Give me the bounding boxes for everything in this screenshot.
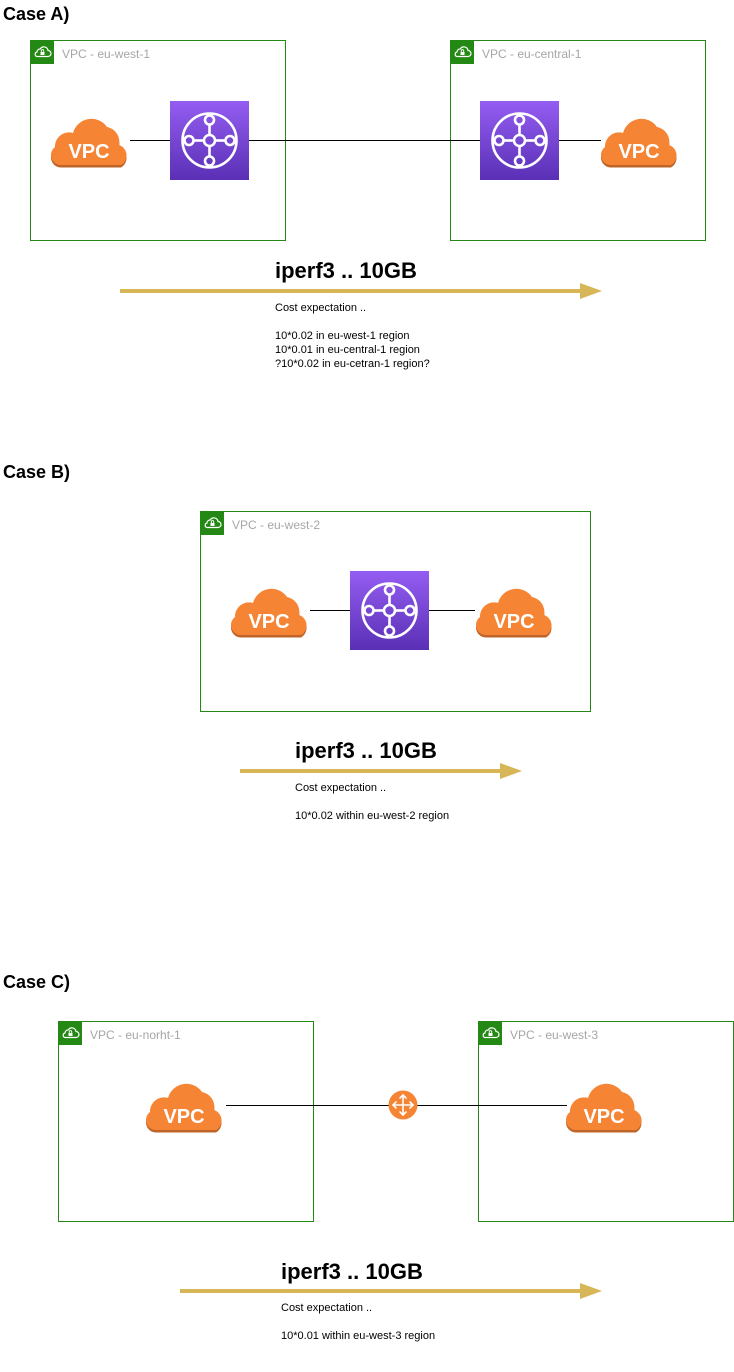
vpc-cloud-icon[interactable]: VPC: [601, 113, 681, 168]
lock-cloud-icon: [479, 1022, 502, 1045]
vpc-cloud-label: VPC: [618, 141, 659, 163]
cost-heading: Cost expectation ..: [275, 302, 367, 314]
vpc-label: VPC - eu-west-1: [62, 47, 151, 61]
tgw-peering-line: [249, 140, 480, 141]
connector-line: [130, 140, 170, 141]
router-icon[interactable]: [388, 1090, 418, 1120]
transit-gateway-icon[interactable]: [480, 101, 559, 180]
vpc-cloud-label: VPC: [248, 611, 289, 633]
connector-line: [310, 610, 350, 611]
vpc-label: VPC - eu-norht-1: [90, 1028, 181, 1042]
connector-line: [417, 1105, 567, 1106]
vpc-cloud-label: VPC: [163, 1106, 204, 1128]
case-b-title: Case B): [3, 462, 71, 482]
transfer-label: iperf3 .. 10GB: [275, 258, 417, 283]
transfer-arrow: [240, 763, 522, 779]
vpc-label: VPC - eu-west-3: [510, 1028, 599, 1042]
vpc-cloud-label: VPC: [583, 1106, 624, 1128]
lock-cloud-icon: [201, 512, 224, 535]
transfer-arrow: [180, 1283, 602, 1299]
transit-gateway-icon[interactable]: [350, 571, 429, 650]
cost-line: ?10*0.02 in eu-cetran-1 region?: [275, 358, 430, 370]
cost-heading: Cost expectation ..: [295, 782, 387, 794]
vpc-cloud-icon[interactable]: VPC: [566, 1078, 646, 1133]
transit-gateway-icon[interactable]: [170, 101, 249, 180]
vpc-cloud-icon[interactable]: VPC: [476, 583, 556, 638]
connector-line: [226, 1105, 389, 1106]
cost-heading: Cost expectation ..: [281, 1302, 373, 1314]
vpc-label: VPC - eu-central-1: [482, 47, 582, 61]
transfer-label: iperf3 .. 10GB: [295, 738, 437, 763]
connector-line: [429, 610, 475, 611]
cost-line: 10*0.02 in eu-west-1 region: [275, 330, 410, 342]
transfer-arrow: [120, 283, 602, 299]
vpc-cloud-icon[interactable]: VPC: [146, 1078, 226, 1133]
case-c-title: Case C): [3, 972, 71, 992]
vpc-cloud-label: VPC: [493, 611, 534, 633]
vpc-cloud-icon[interactable]: VPC: [51, 113, 131, 168]
lock-cloud-icon: [59, 1022, 82, 1045]
lock-cloud-icon: [31, 41, 54, 64]
transfer-label: iperf3 .. 10GB: [281, 1259, 423, 1284]
vpc-cloud-icon[interactable]: VPC: [231, 583, 311, 638]
connector-line: [559, 140, 601, 141]
lock-cloud-icon: [451, 41, 474, 64]
cost-line: 10*0.01 within eu-west-3 region: [281, 1330, 436, 1342]
vpc-cloud-label: VPC: [68, 141, 109, 163]
vpc-label: VPC - eu-west-2: [232, 518, 321, 532]
cost-line: 10*0.02 within eu-west-2 region: [295, 810, 450, 822]
case-a-title: Case A): [3, 4, 70, 24]
cost-line: 10*0.01 in eu-central-1 region: [275, 344, 420, 356]
